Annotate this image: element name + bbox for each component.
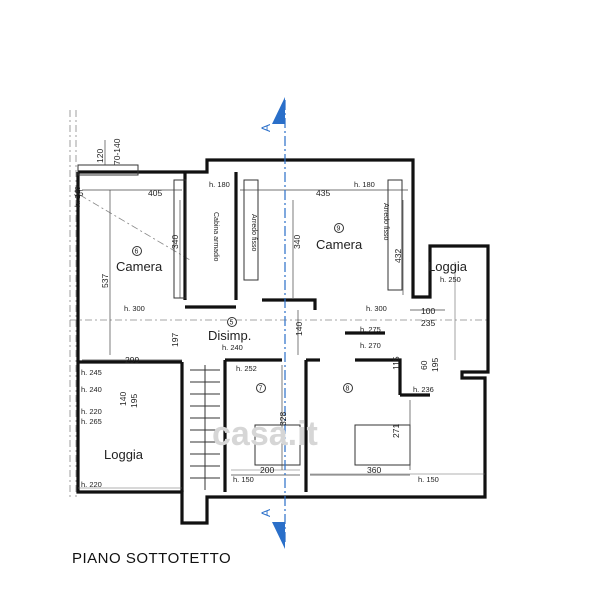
staircase [190,365,220,490]
room9-number: 9 [337,226,341,233]
axis-label-bottom: A [259,509,273,517]
room5-number: 5 [230,320,234,327]
parapet [77,164,139,176]
dimension-label: 100 [421,306,435,316]
height-note: h. 275 [360,325,381,334]
arredo-right-label: Arredo fisso [382,203,389,240]
skylight-room8 [354,424,411,466]
dimension-label: 432 [393,249,403,263]
dimension-label: 200 [260,465,274,475]
height-note: h. 300 [366,304,387,313]
dimension-label: 35 [74,188,84,198]
room5-name: Disimp. [208,328,251,343]
room6-name: Camera [116,259,163,274]
skylight-room7 [254,424,301,466]
room9-name: Camera [316,237,363,252]
height-note: h. 180 [354,180,375,189]
room7-marker [256,383,266,393]
wall-room8-top [355,358,402,395]
loggia-top-height: h. 250 [440,275,461,284]
loggia-edge [78,262,485,489]
fixed-furniture-right [387,179,403,291]
height-note: h. 220 [81,407,102,416]
dimension-label: 195 [430,358,440,372]
dimension-label: 405 [148,188,162,198]
room8-number: 8 [346,386,350,393]
cabina-label: Cabina armadio [212,212,219,262]
height-note: h. 265 [81,417,102,426]
dimension-label: 360 [367,465,381,475]
height-note: h. 180 [209,180,230,189]
dimension-label: 115 [391,356,401,370]
height-note: h. 150 [418,475,439,484]
height-note: h. 240 [73,186,82,207]
dimension-label: 328 [278,412,288,426]
plan-title: PIANO SOTTOTETTO [72,550,232,567]
dimension-label: 299 [125,355,139,365]
arredo-left-label: Arredo fisso [250,214,257,251]
dimension-label: 340 [292,235,302,249]
dimension-label: 70-140 [112,138,122,165]
dimension-label: 435 [316,188,330,198]
axis-label-top: A [259,124,273,132]
dimension-label: 140 [294,322,304,336]
dimension-label: 195 [129,394,139,408]
dimension-lines [82,140,445,476]
loggia-top-name: Loggia [428,259,468,274]
dimension-label: 235 [421,318,435,328]
dimension-label: 537 [100,274,110,288]
room9-marker [334,223,344,233]
room5-marker [227,317,237,327]
room6-marker [132,246,142,256]
wall-room9-bottom [262,298,317,310]
height-note: h. 270 [360,341,381,350]
dimension-label: 140 [118,392,128,406]
dimension-label: 60 [419,360,429,370]
room8-marker [343,383,353,393]
height-note: h. 245 [81,368,102,377]
dimension-label: 120 [95,149,105,163]
room6-number: 6 [135,249,139,256]
fixed-furniture-left [243,179,259,281]
height-note: h. 240 [81,385,102,394]
height-note: h. 236 [413,385,434,394]
height-note: h. 220 [81,480,102,489]
dimension-label: 271 [391,424,401,438]
height-note: h. 150 [233,475,254,484]
height-note: h. 300 [124,304,145,313]
dimension-label: 197 [170,333,180,347]
height-note: h. 252 [236,364,257,373]
dimension-label: 340 [170,235,180,249]
watermark: casa.it [212,415,318,453]
section-arrow-top [272,97,285,124]
loggia-left-name: Loggia [104,447,144,462]
outer-walls [76,158,490,525]
room5-height: h. 240 [222,343,243,352]
roof-line [79,194,191,261]
section-arrow-bottom [272,522,285,549]
room7-number: 7 [259,386,263,393]
